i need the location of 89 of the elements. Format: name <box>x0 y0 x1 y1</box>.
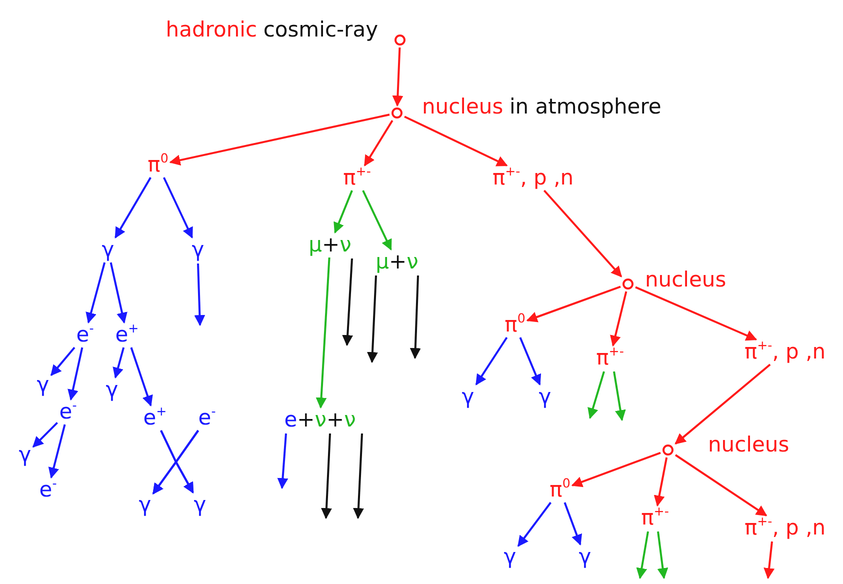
arrow <box>48 424 66 479</box>
arrow <box>364 120 394 166</box>
arrow <box>636 531 649 580</box>
particle-label: ν <box>344 410 356 430</box>
arrow <box>674 454 768 516</box>
particle-label: ν <box>314 410 326 430</box>
arrow <box>194 263 206 326</box>
particle-label: π$^{+-}$ <box>596 348 624 368</box>
interaction-circle <box>662 444 674 456</box>
particle-label: γ <box>462 386 474 408</box>
arrow <box>410 275 421 360</box>
arrow <box>114 177 152 238</box>
particle-label: + <box>326 410 344 430</box>
arrow <box>517 502 552 547</box>
particle-label: + <box>297 410 315 430</box>
caption-text: nucleus <box>645 270 726 290</box>
arrow <box>277 433 288 490</box>
particle-label: μ <box>376 252 390 272</box>
arrow <box>610 291 628 347</box>
caption-text: nucleus <box>708 434 790 456</box>
particle-label: π$^{+-}$ <box>641 508 669 528</box>
arrow <box>362 190 392 250</box>
arrow <box>32 422 58 448</box>
particle-label: γ <box>106 380 118 400</box>
arrow <box>526 286 621 322</box>
arrow <box>613 371 626 422</box>
particle-label: π$^{0}$ <box>550 480 570 500</box>
particle-label: γ <box>18 444 32 466</box>
particle-label: + <box>322 234 340 256</box>
particle-label: e$^{+}$ <box>115 324 139 346</box>
arrow <box>112 347 125 379</box>
particle-label: γ <box>192 240 204 260</box>
particle-label: e <box>284 410 298 430</box>
caption-text: nucleus <box>422 96 504 118</box>
interaction-circle <box>394 34 406 46</box>
particle-label: γ <box>102 240 114 260</box>
arrow <box>174 430 200 494</box>
particle-label: ν <box>340 234 352 256</box>
arrow <box>316 257 330 409</box>
particle-label: e$^{-}$ <box>76 324 94 346</box>
arrow <box>764 541 775 580</box>
particle-label: e$^{+}$ <box>143 408 167 428</box>
arrow <box>50 346 76 376</box>
arrow <box>130 347 153 407</box>
particle-label: e$^{-}$ <box>198 408 216 428</box>
particle-label: γ <box>194 494 206 516</box>
interaction-circle <box>622 278 634 290</box>
particle-label: π$^{+-}$, p ,n <box>744 518 826 538</box>
particle-label: γ <box>138 494 152 516</box>
arrow <box>475 336 508 386</box>
arrow <box>86 262 106 324</box>
particle-label: π$^{+-}$, p ,n <box>492 168 574 188</box>
arrow <box>571 452 661 488</box>
particle-label: π$^{0}$ <box>148 154 168 176</box>
particle-label: μ <box>308 234 322 256</box>
particle-label: π$^{0}$ <box>504 314 526 336</box>
particle-label: e$^{-}$ <box>59 402 77 422</box>
arrow <box>110 262 128 324</box>
caption-text: hadronic <box>166 20 258 40</box>
particle-label: π$^{+-}$, p ,n <box>744 342 826 362</box>
caption-text: cosmic-ray <box>263 20 378 40</box>
arrow <box>564 502 582 546</box>
arrow <box>588 371 605 420</box>
particle-label: γ <box>578 546 592 568</box>
particle-label: e$^{-}$ <box>39 480 57 500</box>
arrow <box>169 114 390 166</box>
arrow <box>657 531 668 580</box>
arrow <box>404 116 508 166</box>
arrow <box>334 190 353 234</box>
particle-label: γ <box>538 386 552 408</box>
arrow <box>366 275 378 364</box>
arrow <box>352 433 364 520</box>
particle-label: + <box>389 252 407 272</box>
arrow <box>163 177 193 238</box>
particle-label: π$^{+-}$ <box>343 168 371 188</box>
particle-label: ν <box>406 252 418 272</box>
particle-label: γ <box>504 546 516 568</box>
arrow <box>320 433 332 520</box>
arrow <box>392 47 404 107</box>
arrow <box>635 286 758 341</box>
arrow <box>674 364 771 444</box>
arrow <box>543 190 622 278</box>
arrow <box>519 337 542 386</box>
interaction-circle <box>392 108 402 118</box>
caption-text: in atmosphere <box>509 96 662 118</box>
particle-label: γ <box>36 374 50 396</box>
arrow <box>342 258 354 346</box>
arrow <box>654 457 668 507</box>
arrow <box>68 347 84 401</box>
